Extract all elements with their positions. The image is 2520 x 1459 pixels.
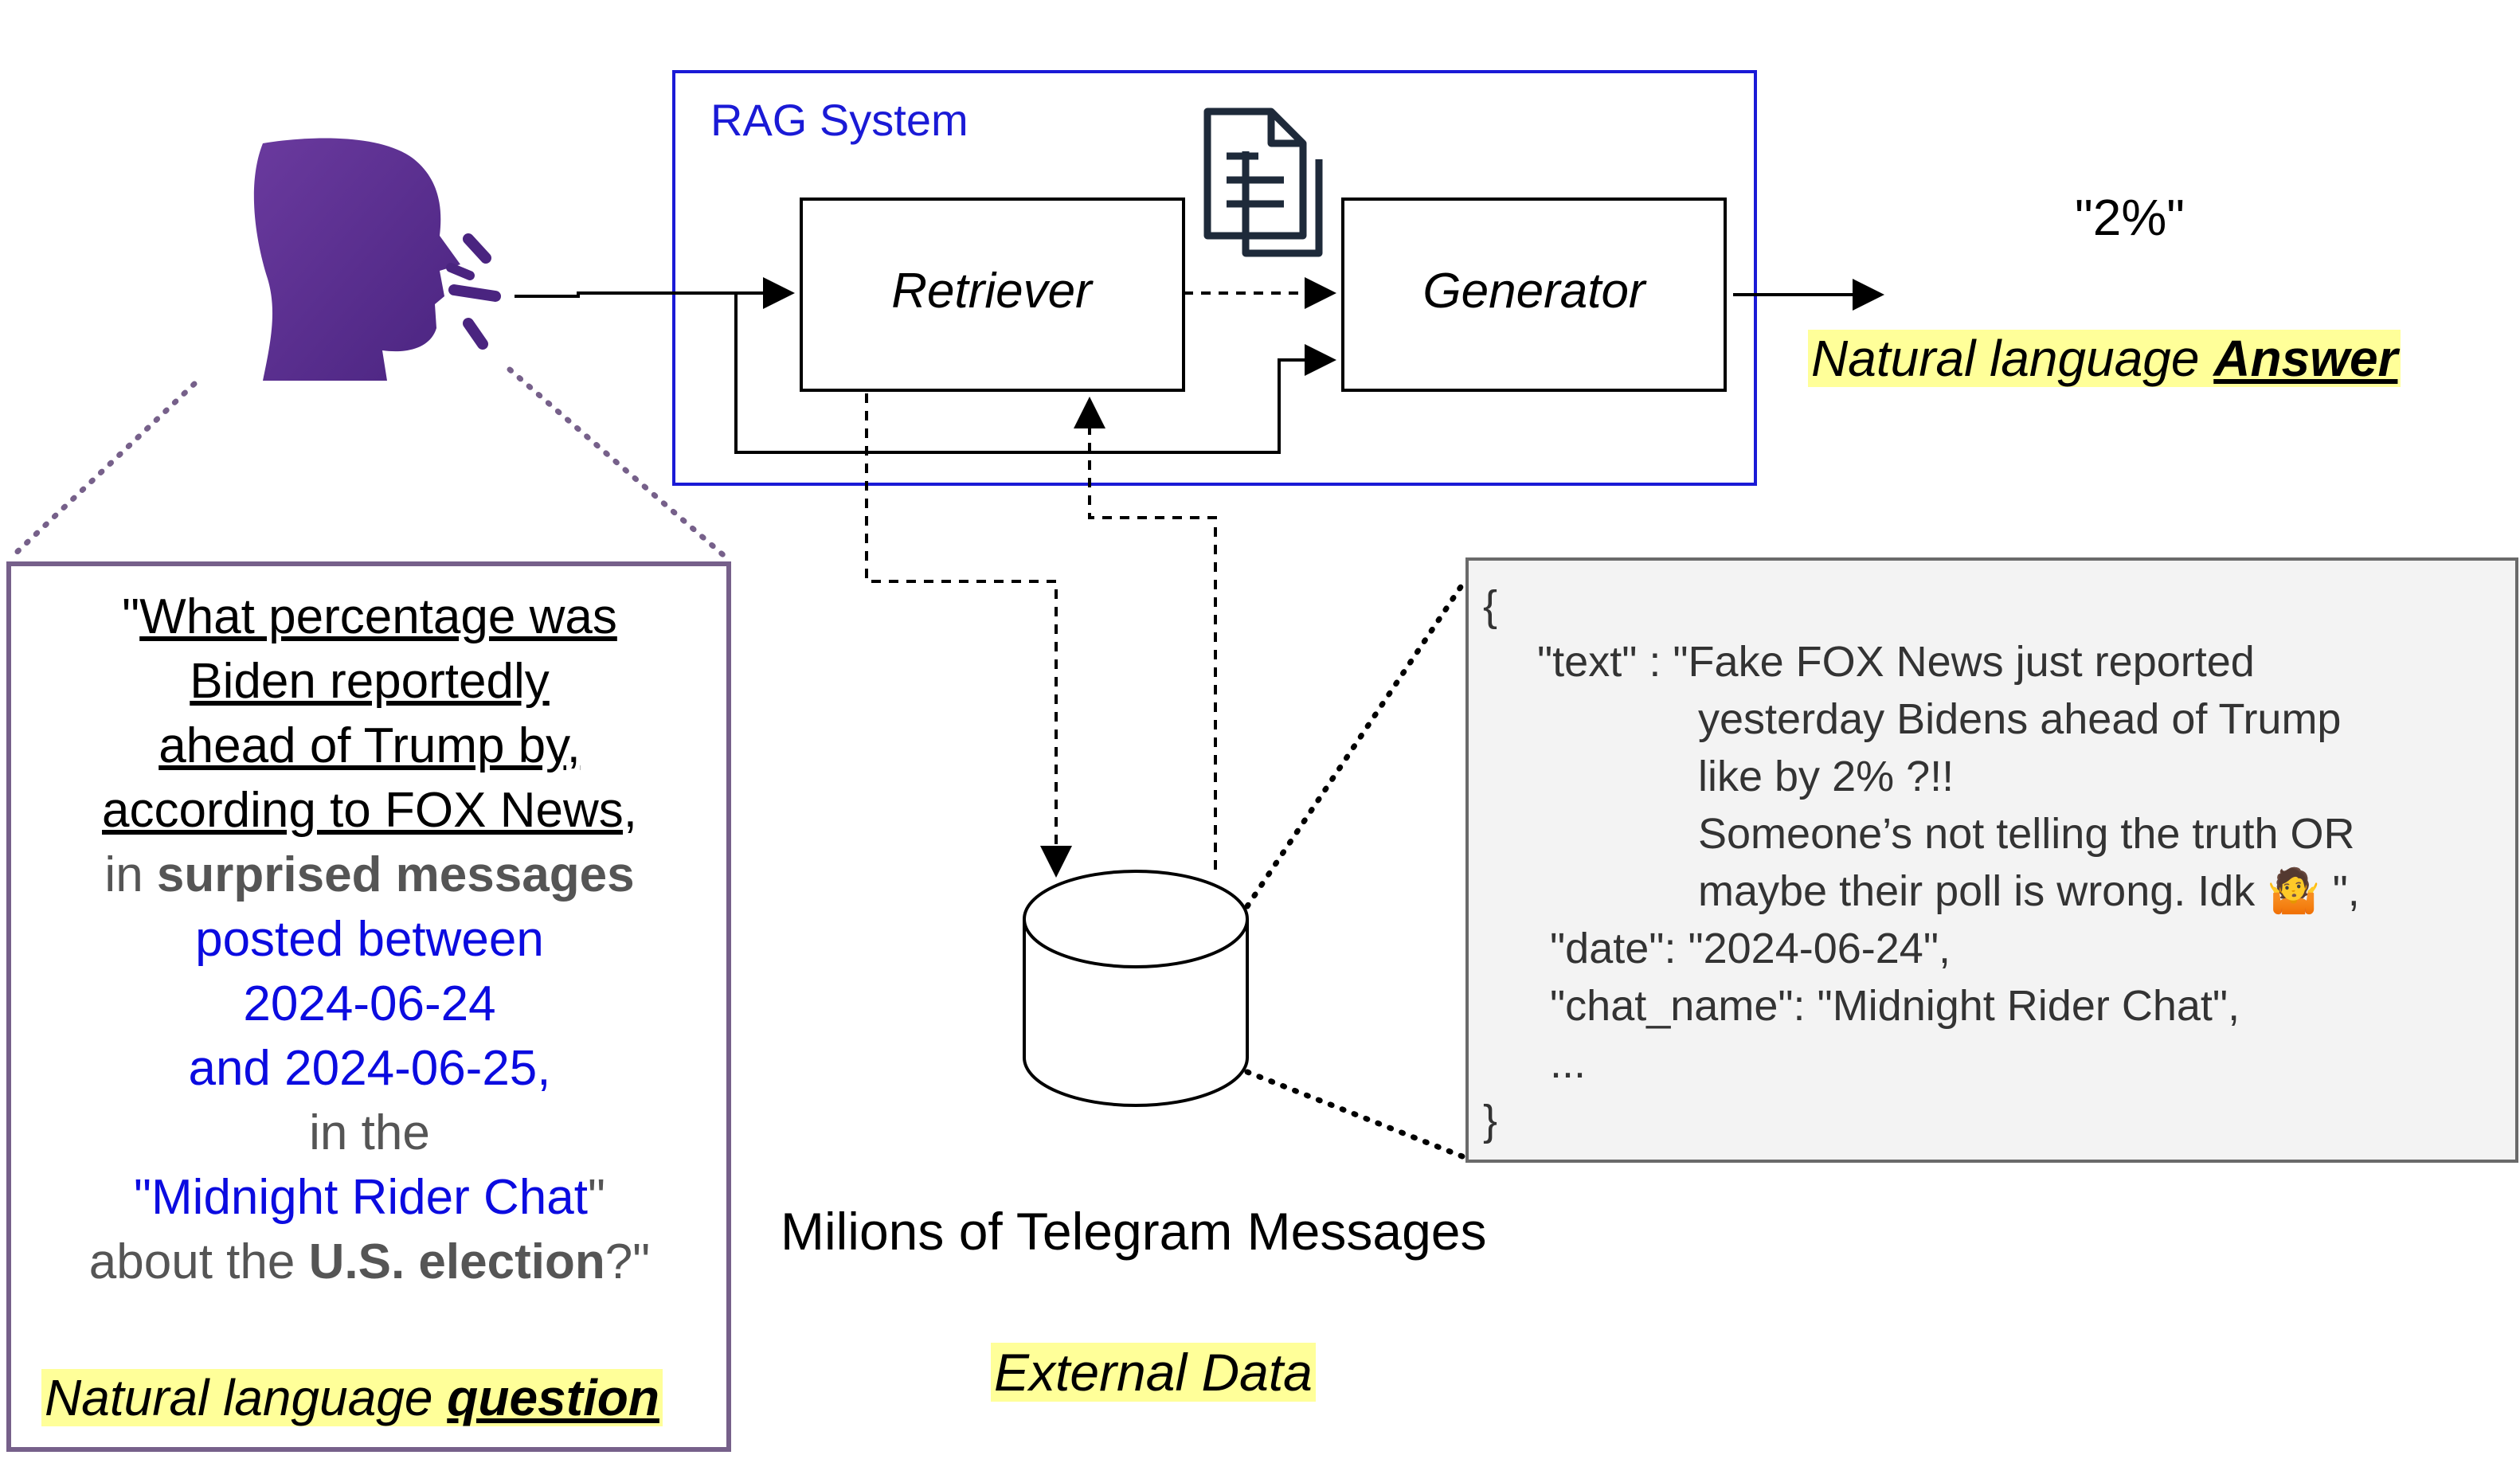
- input-flow-arrows: [515, 277, 1336, 454]
- question-line-4: according to FOX News,: [102, 783, 637, 838]
- documents-icon: [1203, 108, 1323, 257]
- json-chat-line: "chat_name": "Midnight Rider Chat",: [1550, 982, 2240, 1030]
- question-line-5: in surprised messages: [104, 847, 635, 902]
- json-open-brace: {: [1483, 582, 1498, 630]
- json-text-line-5: maybe their poll is wrong. Idk 🤷 ",: [1698, 867, 2360, 915]
- json-text-key: "text" : "Fake FOX News just reported: [1537, 638, 2255, 686]
- db-zoom-lines: [1244, 581, 1465, 1160]
- speaking-head-icon: [253, 138, 501, 381]
- question-line-10: "Midnight Rider Chat": [134, 1170, 605, 1225]
- question-line-3: ahead of Trump by,: [158, 718, 581, 773]
- question-line-9: in the: [309, 1105, 430, 1160]
- head-zoom-lines: [6, 366, 731, 562]
- question-line-7: 2024-06-24: [243, 976, 496, 1031]
- json-text-line-4: Someone’s not telling the truth OR: [1698, 810, 2355, 858]
- question-caption: Natural language question: [41, 1366, 663, 1430]
- question-line-1: What percentage was: [139, 589, 617, 644]
- shrug-emoji-icon: 🤷: [2267, 867, 2321, 915]
- json-text-line-2: yesterday Bidens ahead of Trump: [1698, 695, 2342, 743]
- json-date-line: "date": "2024-06-24",: [1550, 925, 1951, 972]
- rag-system-frame: [672, 70, 1757, 486]
- json-close-brace: }: [1483, 1097, 1498, 1144]
- question-line-11: about the U.S. election?": [88, 1234, 651, 1289]
- generator-label: Generator: [1422, 264, 1645, 319]
- json-text-line-3: like by 2% ?!!: [1698, 753, 1955, 800]
- question-line-6: posted between: [195, 912, 544, 967]
- database-cylinder-icon: [1023, 870, 1249, 1107]
- external-data-caption: External Data: [991, 1340, 1316, 1405]
- database-label: Milions of Telegram Messages: [781, 1202, 1487, 1261]
- rag-system-title: RAG System: [710, 95, 968, 145]
- json-sample-box: [1465, 557, 2518, 1163]
- json-ellipsis: ...: [1550, 1039, 1587, 1087]
- answer-caption: Natural language Answer: [1808, 323, 2401, 394]
- question-box: [6, 561, 731, 1452]
- question-line-8: and 2024-06-25,: [188, 1041, 551, 1096]
- retrieval-dashed-arrows: [865, 393, 1217, 878]
- generator-box[interactable]: [1341, 198, 1727, 392]
- answer-caption-emphasis: Answer: [2213, 330, 2398, 387]
- retriever-label: Retriever: [891, 264, 1092, 319]
- answer-value: "2%": [2075, 189, 2185, 246]
- question-line-2: Biden reportedly: [190, 654, 550, 709]
- retriever-box[interactable]: [800, 198, 1185, 392]
- question-text: "What percentage was Biden reportedly ah…: [11, 585, 728, 1294]
- question-caption-emphasis: question: [447, 1369, 659, 1426]
